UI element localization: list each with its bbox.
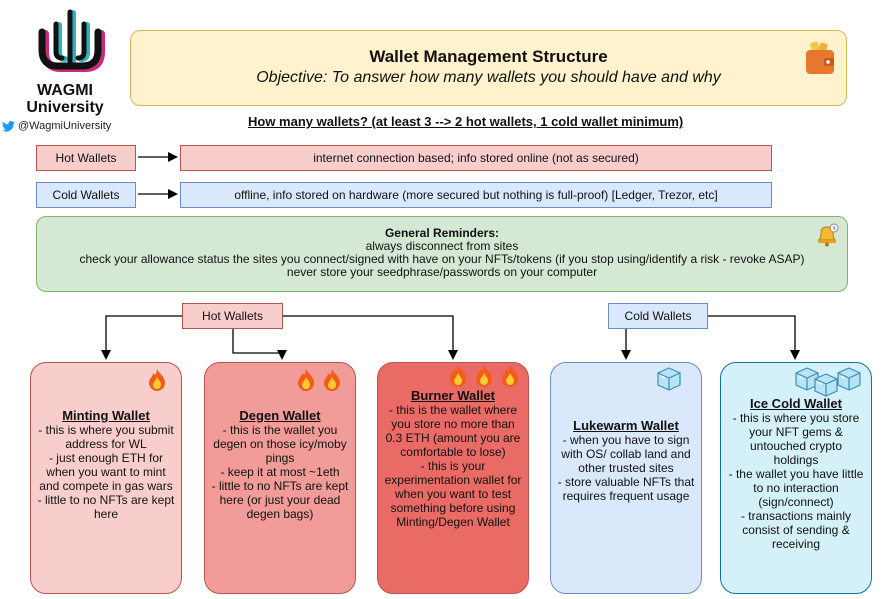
card-title: Degen Wallet bbox=[239, 408, 321, 423]
card-title: Ice Cold Wallet bbox=[750, 396, 842, 411]
card-line: - the wallet you have little to no inter… bbox=[728, 467, 864, 509]
fire-icon bbox=[298, 369, 314, 391]
wallet-count-question: How many wallets? (at least 3 --> 2 hot … bbox=[248, 114, 684, 129]
card-line: - store valuable NFTs that requires freq… bbox=[557, 475, 695, 503]
fire-icon bbox=[149, 369, 165, 391]
hot-wallets-label: Hot Wallets bbox=[36, 145, 136, 171]
card-line: - this is the wallet you degen on those … bbox=[213, 423, 347, 465]
ice-cube-icon bbox=[657, 367, 681, 391]
reminder-line: always disconnect from sites bbox=[365, 239, 519, 253]
hot-wallets-branch: Hot Wallets bbox=[182, 303, 283, 329]
card-line: - keep it at most ~1eth bbox=[220, 465, 340, 479]
header-box: Wallet Management Structure Objective: T… bbox=[130, 30, 847, 106]
card-title: Minting Wallet bbox=[62, 408, 150, 423]
arrow-to-degen bbox=[232, 329, 287, 360]
card-title: Burner Wallet bbox=[410, 388, 496, 403]
arrow-to-ice-cold bbox=[708, 315, 800, 360]
card-line: - this is your experimentation wallet fo… bbox=[384, 459, 522, 529]
degen-wallet-card: Degen Wallet - this is the wallet you de… bbox=[204, 362, 356, 594]
arrow-to-burner bbox=[283, 315, 458, 360]
card-line: - this is where you store your NFT gems … bbox=[732, 411, 860, 467]
wallet-icon bbox=[806, 41, 834, 74]
fire-icon bbox=[476, 365, 492, 387]
card-line: - this is where you submit address for W… bbox=[38, 423, 174, 451]
ice-cube-icon bbox=[837, 367, 861, 391]
card-line: - transactions mainly consist of sending… bbox=[740, 509, 852, 551]
general-reminders-box: General Reminders: always disconnect fro… bbox=[36, 216, 848, 292]
minting-wallet-card: Minting Wallet - this is where you submi… bbox=[30, 362, 182, 594]
card-line: - little to no NFTs are kept here (or ju… bbox=[211, 479, 349, 521]
card-title: Lukewarm Wallet bbox=[573, 418, 679, 433]
card-line: - when you have to sign with OS/ collab … bbox=[561, 433, 691, 475]
ice-cube-icon bbox=[814, 373, 838, 397]
hot-wallets-description: internet connection based; info stored o… bbox=[180, 145, 772, 171]
brand-name: WAGMI University bbox=[26, 82, 104, 116]
card-line: - this is the wallet where you store no … bbox=[385, 403, 521, 459]
bell-icon bbox=[817, 223, 839, 247]
burner-wallet-card: Burner Wallet - this is the wallet where… bbox=[377, 362, 529, 594]
reminder-line: check your allowance status the sites yo… bbox=[79, 252, 805, 266]
ice-cube-icon bbox=[795, 367, 819, 391]
cold-wallets-branch: Cold Wallets bbox=[608, 303, 708, 329]
lukewarm-wallet-card: Lukewarm Wallet - when you have to sign … bbox=[550, 362, 702, 594]
card-line: - little to no NFTs are kept here bbox=[37, 493, 175, 521]
handle-text: @WagmiUniversity bbox=[18, 120, 112, 132]
page-title: Wallet Management Structure bbox=[369, 47, 608, 66]
cold-wallets-description: offline, info stored on hardware (more s… bbox=[180, 182, 772, 208]
reminder-line: never store your seedphrase/passwords on… bbox=[286, 265, 598, 279]
reminders-title: General Reminders: bbox=[384, 226, 500, 240]
card-line: - just enough ETH for when you want to m… bbox=[39, 451, 173, 493]
page-subtitle: Objective: To answer how many wallets yo… bbox=[256, 69, 721, 86]
arrow-to-minting bbox=[101, 315, 182, 360]
cold-wallets-label: Cold Wallets bbox=[36, 182, 136, 208]
ice-cold-wallet-card: Ice Cold Wallet - this is where you stor… bbox=[720, 362, 872, 594]
twitter-bird-icon bbox=[2, 120, 15, 132]
twitter-handle[interactable]: @WagmiUniversity bbox=[2, 120, 132, 132]
wagmi-logo bbox=[38, 9, 105, 72]
fire-icon bbox=[450, 365, 466, 387]
fire-icon bbox=[324, 369, 340, 391]
fire-icon bbox=[502, 365, 518, 387]
